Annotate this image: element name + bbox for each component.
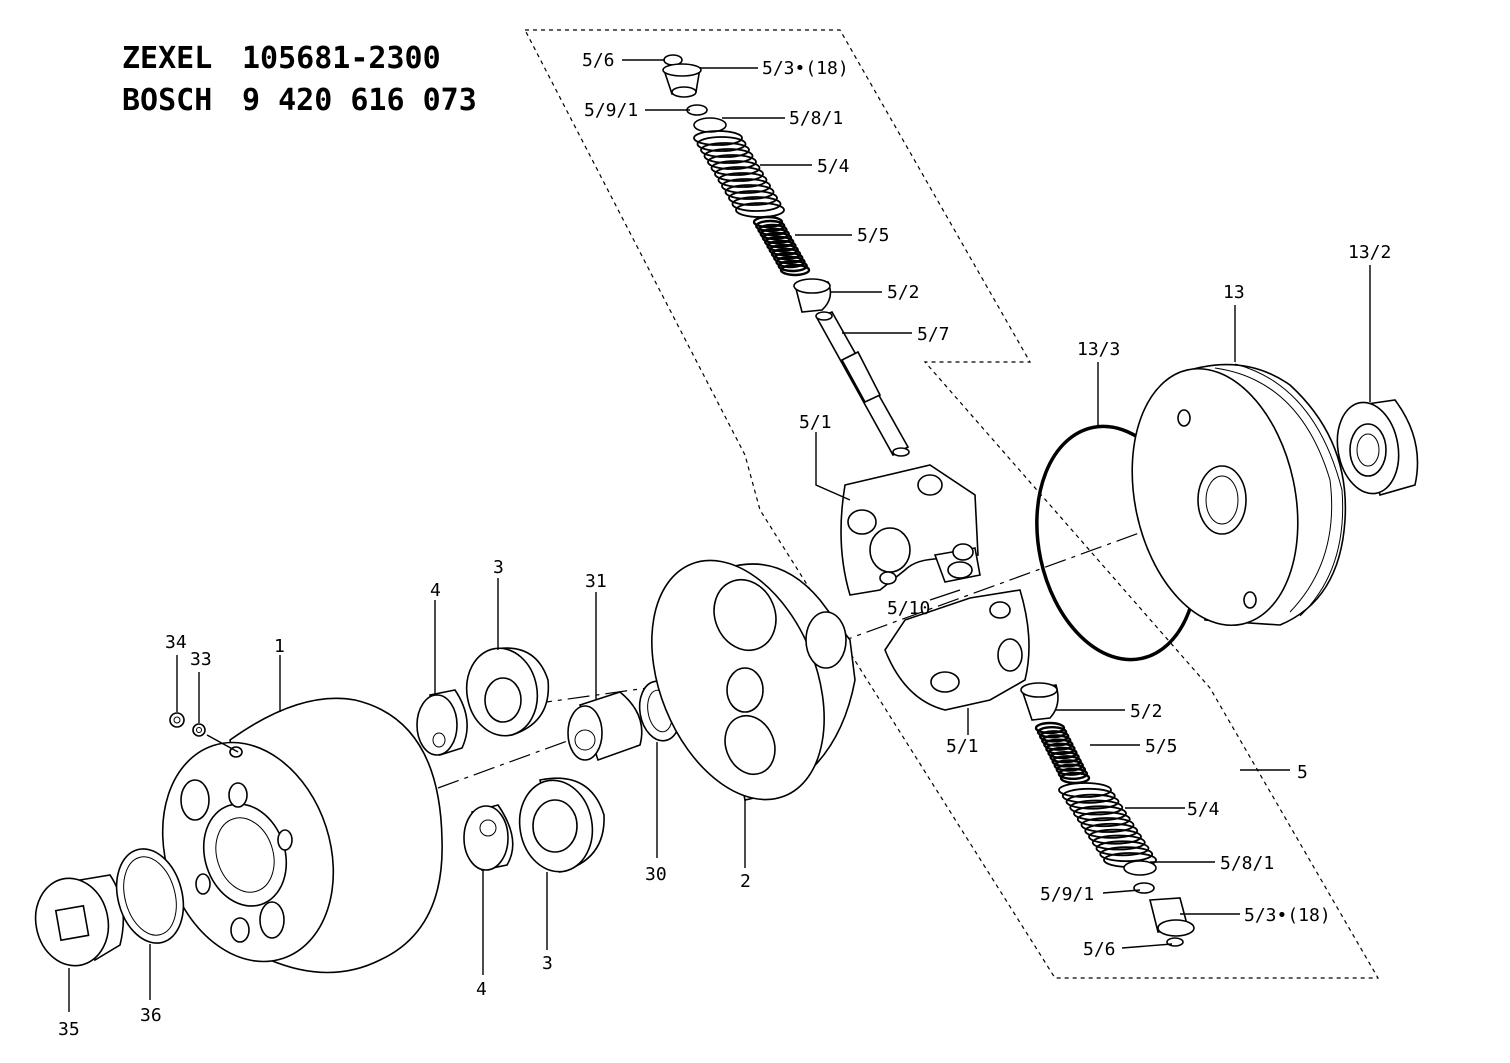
- callout-5-4-top: 5/4: [817, 156, 850, 177]
- callout-4-bot: 4: [476, 979, 487, 1000]
- callout-3-bot: 3: [542, 953, 553, 974]
- part-5-4-lower-outer-spring: [1058, 782, 1157, 868]
- part-5-9-1-lower-washer: [1133, 882, 1155, 894]
- callout-5-5-bot: 5/5: [1145, 736, 1178, 757]
- part-5-2-lower-spring-guide: [1020, 682, 1059, 721]
- callout-5-2-bot: 5/2: [1130, 701, 1163, 722]
- part-2-distributor-disc: [651, 559, 856, 801]
- callout-5-4-bot: 5/4: [1187, 799, 1220, 820]
- callout-13-2: 13/2: [1348, 242, 1391, 263]
- callout-5-9-1-bot: 5/9/1: [1040, 884, 1094, 905]
- subassembly-5-outline: [524, 29, 1380, 979]
- callout-5-1-top: 5/1: [799, 412, 832, 433]
- part-5-8-1-upper-spring-seat: [693, 117, 727, 133]
- callout-5-8-1-bot: 5/8/1: [1220, 853, 1274, 874]
- callout-2: 2: [740, 871, 751, 892]
- part-5-2-upper-spring-guide: [793, 278, 832, 313]
- callout-5-8-1-top: 5/8/1: [789, 108, 843, 129]
- part-3-lower-bearing-ring: [518, 777, 605, 873]
- callout-13: 13: [1223, 282, 1245, 303]
- callout-5-2-top: 5/2: [887, 282, 920, 303]
- callout-4-top: 4: [430, 580, 441, 601]
- callout-5: 5: [1297, 762, 1308, 783]
- callout-labels: 5/6 5/3•(18) 5/9/1 5/8/1 5/4 5/5 5/2 5/7…: [58, 50, 1391, 1040]
- brand-zexel: ZEXEL: [122, 41, 212, 76]
- part-5-10-connector: [933, 543, 981, 583]
- brand-bosch: BOSCH: [122, 83, 212, 118]
- part-33-washer: [192, 723, 206, 737]
- leader-lines: [68, 59, 1371, 1012]
- part-13-2-bearing: [1336, 399, 1419, 497]
- part-34-screw: [169, 712, 185, 728]
- part-13-cover: [1131, 363, 1347, 627]
- callout-1: 1: [274, 636, 285, 657]
- callout-34: 34: [165, 632, 187, 653]
- callout-5-7: 5/7: [917, 324, 950, 345]
- part-36-seal-ring: [115, 848, 185, 944]
- part-5-1-lower-block: [884, 589, 1030, 711]
- part-number-bosch: 9 420 616 073: [242, 83, 477, 118]
- part-number-zexel: 105681-2300: [242, 41, 441, 76]
- part-5-1-upper-block: [840, 464, 979, 596]
- callout-5-1-bot: 5/1: [946, 736, 979, 757]
- callout-5-6-top: 5/6: [582, 50, 615, 71]
- callout-5-6-bot: 5/6: [1083, 939, 1116, 960]
- callout-36: 36: [140, 1005, 162, 1026]
- part-1-housing: [161, 697, 443, 974]
- callout-31: 31: [585, 571, 607, 592]
- callout-5-9-1-top: 5/9/1: [584, 100, 638, 121]
- callout-5-3-bot: 5/3•(18): [1244, 905, 1331, 926]
- callout-3-top: 3: [493, 557, 504, 578]
- part-5-7-plunger: [815, 310, 910, 457]
- part-35-plug: [34, 874, 125, 967]
- part-5-3-lower-valve-cap: [1148, 897, 1195, 937]
- callout-5-3-top: 5/3•(18): [762, 58, 849, 79]
- callout-35: 35: [58, 1019, 80, 1040]
- callout-13-3: 13/3: [1077, 339, 1120, 360]
- callout-33: 33: [190, 649, 212, 670]
- part-31-sleeve: [567, 691, 643, 762]
- part-4-lower-bushing: [463, 804, 514, 871]
- part-4-upper-bushing: [416, 689, 468, 757]
- part-3-upper-bearing-ring: [465, 647, 550, 737]
- part-5-5-lower-inner-spring: [1034, 721, 1091, 785]
- part-5-5-upper-inner-spring: [752, 215, 811, 277]
- part-5-8-1-lower-spring-seat: [1123, 860, 1157, 876]
- part-5-4-upper-outer-spring: [693, 130, 785, 218]
- callout-5-5-top: 5/5: [857, 225, 890, 246]
- part-5-3-upper-valve-cap: [662, 63, 702, 98]
- callout-5-10: 5/10: [887, 598, 930, 619]
- callout-30: 30: [645, 864, 667, 885]
